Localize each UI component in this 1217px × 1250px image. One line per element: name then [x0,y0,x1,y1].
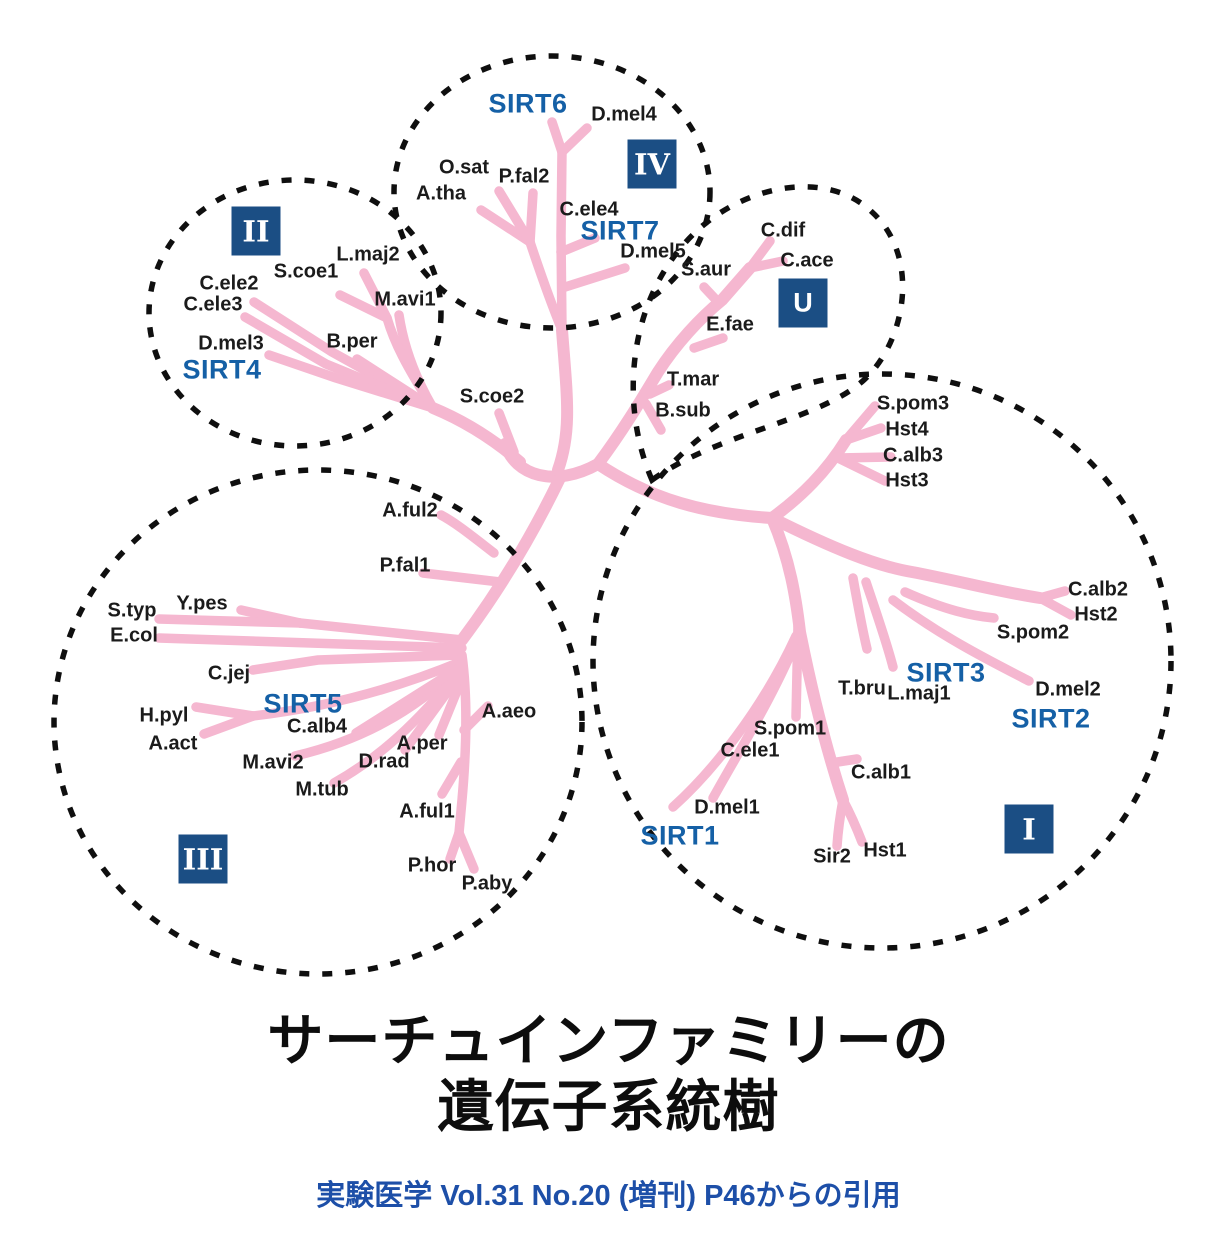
taxon-label-Hst4: Hst4 [885,418,929,441]
taxon-label-P.fal2: P.fal2 [498,165,550,188]
figure-title: サーチュインファミリーの 遺伝子系統樹 [0,1008,1217,1139]
group-outline-iv [391,53,713,331]
taxon-label-E.col: E.col [110,624,158,647]
group-outline-u [630,184,906,485]
tree-branches [154,117,1076,874]
sirt-label-SIRT2: SIRT2 [1011,703,1091,734]
taxon-label-D.rad: D.rad [358,750,410,773]
taxon-label-S.aur: S.aur [680,258,732,281]
figure-title-line2: 遺伝子系統樹 [437,1074,780,1138]
taxon-label-O.sat: O.sat [438,156,490,179]
taxon-label-D.mel5: D.mel5 [620,240,686,263]
taxon-label-A.ful1: A.ful1 [399,800,455,823]
sirt-label-SIRT3: SIRT3 [906,657,986,688]
taxon-label-A.per: A.per [396,732,448,755]
taxon-label-P.hor: P.hor [407,854,457,877]
taxon-label-D.mel2: D.mel2 [1035,678,1101,701]
taxon-label-Hst2: Hst2 [1074,603,1118,626]
taxon-label-P.aby: P.aby [461,872,513,895]
sirt-label-SIRT4: SIRT4 [182,354,262,385]
taxon-label-B.per: B.per [326,330,378,353]
group-badge-I: I [1004,804,1054,854]
taxon-label-C.alb4: C.alb4 [286,715,348,738]
taxon-label-C.ele1: C.ele1 [720,739,780,762]
group-badge-IV: IV [627,139,677,189]
taxon-label-S.typ: S.typ [107,599,157,622]
taxon-label-S.pom3: S.pom3 [876,392,950,415]
tree-limbs [154,117,1076,874]
taxon-label-D.mel4: D.mel4 [591,103,657,126]
sirt-label-SIRT7: SIRT7 [580,215,660,246]
taxon-label-C.ace: C.ace [780,249,834,272]
figure-title-line1: サーチュインファミリーの [267,1009,950,1072]
taxon-label-P.fal1: P.fal1 [379,554,431,577]
taxon-label-E.fae: E.fae [706,313,754,336]
taxon-label-A.aeo: A.aeo [481,700,537,723]
group-outline-i [590,371,1174,951]
taxon-label-D.mel3: D.mel3 [198,332,264,355]
group-outline-ii [146,177,444,449]
taxon-label-S.coe1: S.coe1 [273,260,339,283]
group-badge-U: U [778,278,828,328]
taxon-label-C.ele2: C.ele2 [199,272,259,295]
taxon-label-M.avi2: M.avi2 [242,751,304,774]
taxon-label-T.mar: T.mar [666,368,720,391]
taxon-label-C.alb3: C.alb3 [882,444,944,467]
taxon-label-C.jej: C.jej [207,662,251,685]
taxon-label-B.sub: B.sub [655,399,711,422]
group-badge-III: III [178,834,228,884]
taxon-label-C.alb1: C.alb1 [850,761,912,784]
taxon-label-A.tha: A.tha [416,182,466,205]
group-badge-II: II [231,206,281,256]
taxon-label-Hst1: Hst1 [863,839,907,862]
sirt-label-SIRT6: SIRT6 [488,88,568,119]
figure-citation: 実験医学 Vol.31 No.20 (増刊) P46からの引用 [316,1180,901,1212]
taxon-label-C.ele4: C.ele4 [559,198,619,221]
taxon-label-D.mel1: D.mel1 [694,796,760,819]
taxon-label-M.avi1: M.avi1 [374,288,436,311]
taxon-label-S.pom2: S.pom2 [996,621,1070,644]
taxon-label-S.coe2: S.coe2 [459,385,525,408]
group-outlines [51,53,1174,977]
taxon-label-Y.pes: Y.pes [176,592,228,615]
taxon-label-C.ele3: C.ele3 [183,293,243,316]
taxon-label-S.pom1: S.pom1 [753,717,827,740]
taxon-label-C.alb2: C.alb2 [1067,578,1129,601]
taxon-label-Hst3: Hst3 [885,469,929,492]
taxon-label-L.maj1: L.maj1 [887,682,951,705]
taxon-label-C.dif: C.dif [760,219,806,242]
taxon-label-Sir2: Sir2 [813,845,851,868]
taxon-label-H.pyl: H.pyl [139,704,189,727]
taxon-label-T.bru: T.bru [838,677,886,700]
taxon-label-L.maj2: L.maj2 [336,243,400,266]
taxon-label-M.tub: M.tub [295,778,349,801]
group-outline-iii [51,467,585,977]
sirt-label-SIRT5: SIRT5 [263,688,343,719]
sirt-label-SIRT1: SIRT1 [640,820,720,851]
taxon-label-A.ful2: A.ful2 [382,499,438,522]
taxon-label-A.act: A.act [148,732,198,755]
